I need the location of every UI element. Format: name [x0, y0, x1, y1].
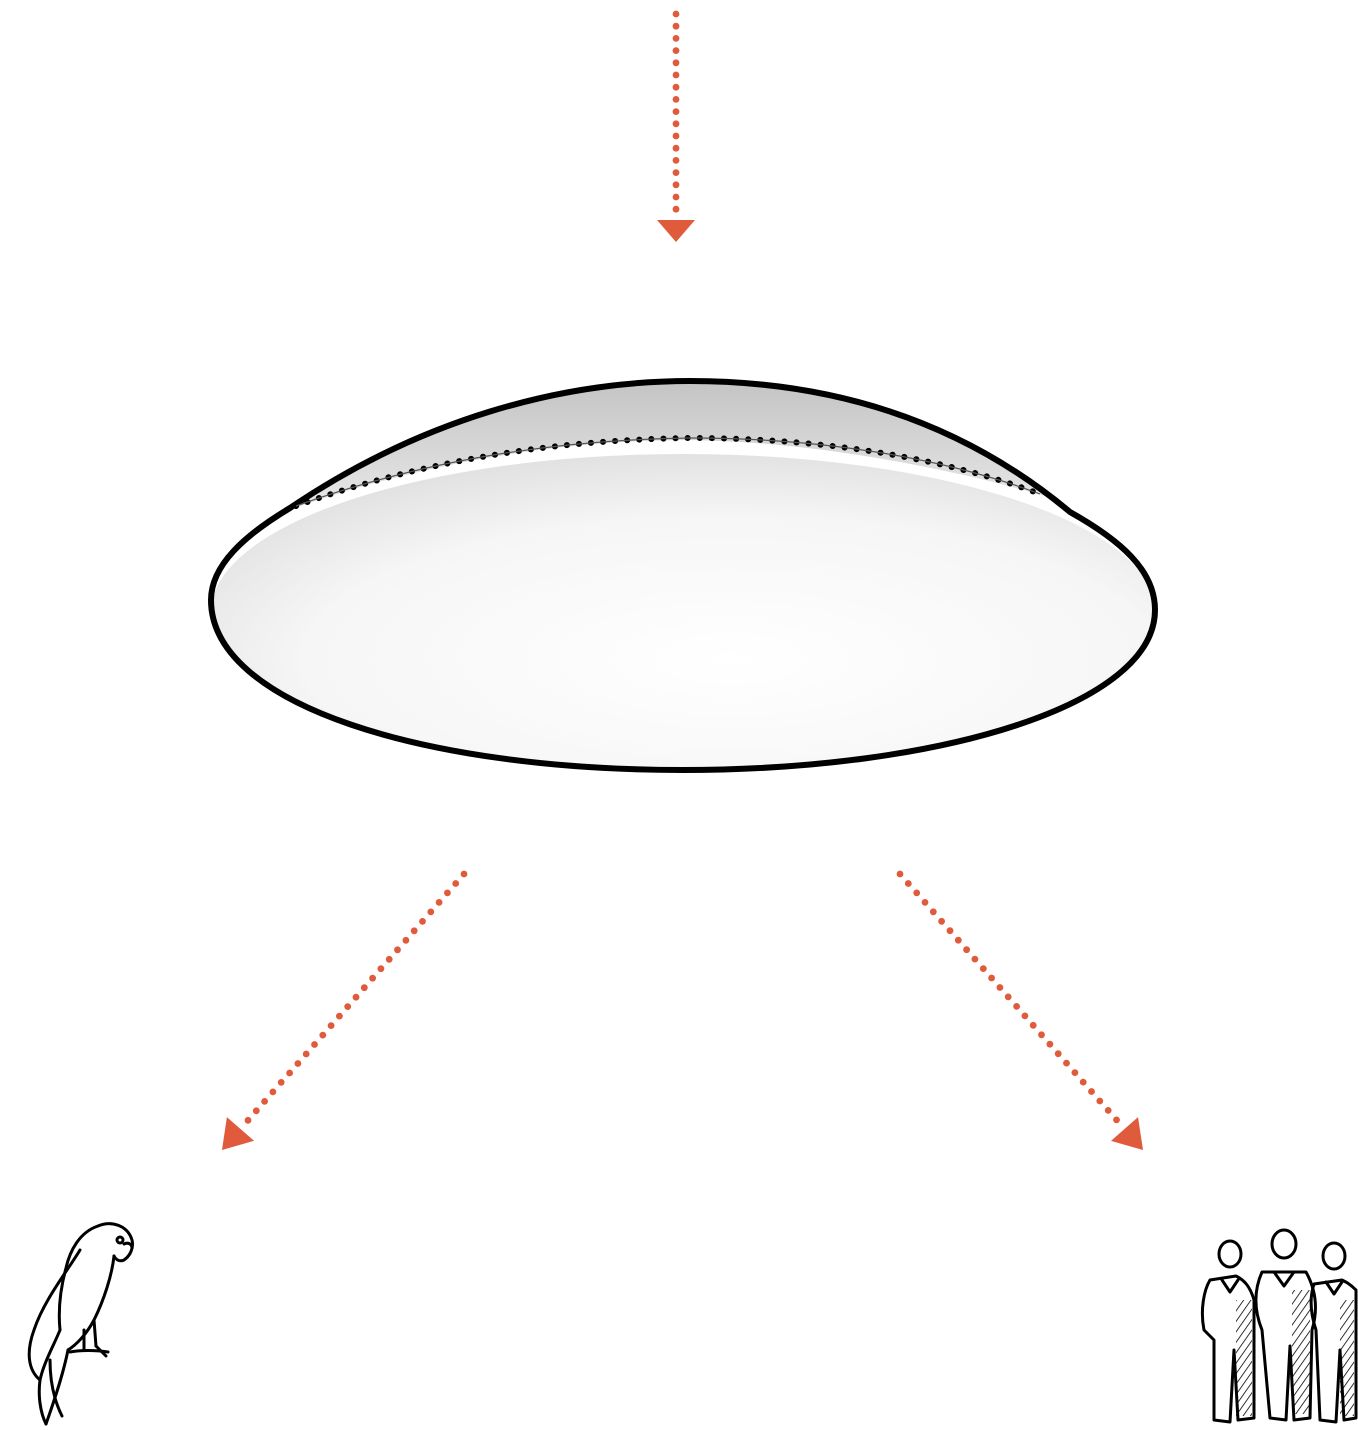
right-arrow-dot [1104, 1107, 1112, 1114]
left-arrow-dot [319, 1031, 327, 1039]
left-arrow-dot [252, 1107, 260, 1115]
left-arrow-dot [352, 993, 360, 1001]
left-arrow-head [222, 1117, 254, 1150]
top-arrow-dot [672, 96, 680, 103]
top-arrow-dot [672, 120, 680, 128]
left-arrow-dot [410, 927, 418, 935]
right-arrow-dot [1021, 1012, 1029, 1020]
top-arrow-dot [672, 157, 680, 164]
left-arrow-dot [311, 1041, 318, 1048]
left-arrow-dot [269, 1088, 277, 1096]
right-arrow-dot [1071, 1069, 1079, 1076]
left-arrow-dot [327, 1022, 335, 1029]
top-arrow-dot [672, 169, 680, 177]
top-arrow-dot [672, 83, 680, 91]
left-arrow-dot [336, 1012, 343, 1020]
left-arrow-dot [427, 908, 435, 916]
right-arrow-dot [938, 917, 945, 925]
dome-rim-line [295, 437, 1041, 507]
left-arrow-dot [244, 1116, 252, 1124]
right-arrow-dot [988, 974, 995, 982]
right-arrow-dot [963, 946, 970, 954]
top-arrow-dot [672, 35, 680, 42]
right-arrow-dot [1063, 1059, 1070, 1067]
left-arrow-dot [444, 889, 451, 897]
right-arrow-dot [979, 965, 987, 972]
top-arrow-dot [672, 144, 680, 152]
right-arrow-dot [929, 908, 937, 916]
dome-top-shading [290, 382, 1058, 510]
left-arrow-dot [261, 1098, 268, 1105]
dome-outline [208, 378, 1158, 773]
right-arrow-dot [1038, 1031, 1045, 1039]
group-of-people-icon [1200, 1228, 1358, 1424]
left-arrow-dot [302, 1050, 310, 1058]
right-arrow-dot [946, 927, 954, 935]
top-arrow-dot [672, 10, 680, 18]
left-arrow-dot [377, 965, 385, 973]
top-arrow-dot [672, 181, 680, 189]
top-arrow-dot [672, 22, 680, 30]
top-arrow-dot [672, 108, 680, 115]
dome-base [211, 454, 1155, 770]
right-arrow-dot [1004, 993, 1012, 1001]
top-arrow-dot [672, 59, 680, 67]
right-arrow-dot [921, 899, 929, 906]
right-arrow-dot [913, 889, 921, 897]
right-arrow-dot [1029, 1021, 1037, 1029]
left-arrow-dot [402, 936, 410, 944]
right-arrow-dot [1013, 1003, 1020, 1010]
left-arrow-dot [419, 918, 426, 925]
top-arrow-dot [672, 132, 680, 140]
right-arrow-dot [954, 936, 962, 944]
left-arrow-dot [394, 946, 401, 954]
top-arrow-dot [672, 193, 680, 201]
left-arrow-dot [360, 984, 368, 992]
right-arrow-dot [1113, 1116, 1120, 1124]
left-arrow-dot [286, 1069, 293, 1077]
left-arrow-dot [460, 870, 468, 878]
left-arrow-dot [435, 899, 443, 906]
right-arrow-dot [1088, 1088, 1095, 1095]
right-arrow-dot [1096, 1097, 1104, 1105]
left-arrow-dot [452, 880, 460, 887]
right-arrow-dot [971, 955, 979, 963]
right-arrow-dot [1079, 1078, 1087, 1086]
top-arrow-head [657, 220, 695, 242]
left-arrow-dot [385, 955, 393, 963]
left-arrow-dot [277, 1079, 285, 1086]
right-arrow-dot [1046, 1040, 1054, 1048]
right-arrow-dot [1054, 1050, 1062, 1058]
right-arrow-dot [904, 880, 912, 887]
top-arrow-dot [672, 47, 680, 54]
right-arrow [896, 870, 1143, 1150]
lens-dome [208, 378, 1158, 773]
left-arrow-dot [294, 1060, 302, 1067]
left-arrow-dot [344, 1003, 352, 1010]
top-arrow-dot [672, 71, 680, 79]
parrot-icon [27, 1222, 134, 1426]
right-arrow-dot [896, 870, 904, 878]
left-arrow-dot [369, 974, 376, 982]
top-arrow-dot [672, 205, 680, 213]
left-arrow [222, 870, 468, 1150]
top-arrow [657, 10, 695, 242]
right-arrow-dot [996, 984, 1004, 991]
right-arrow-head [1111, 1117, 1143, 1150]
